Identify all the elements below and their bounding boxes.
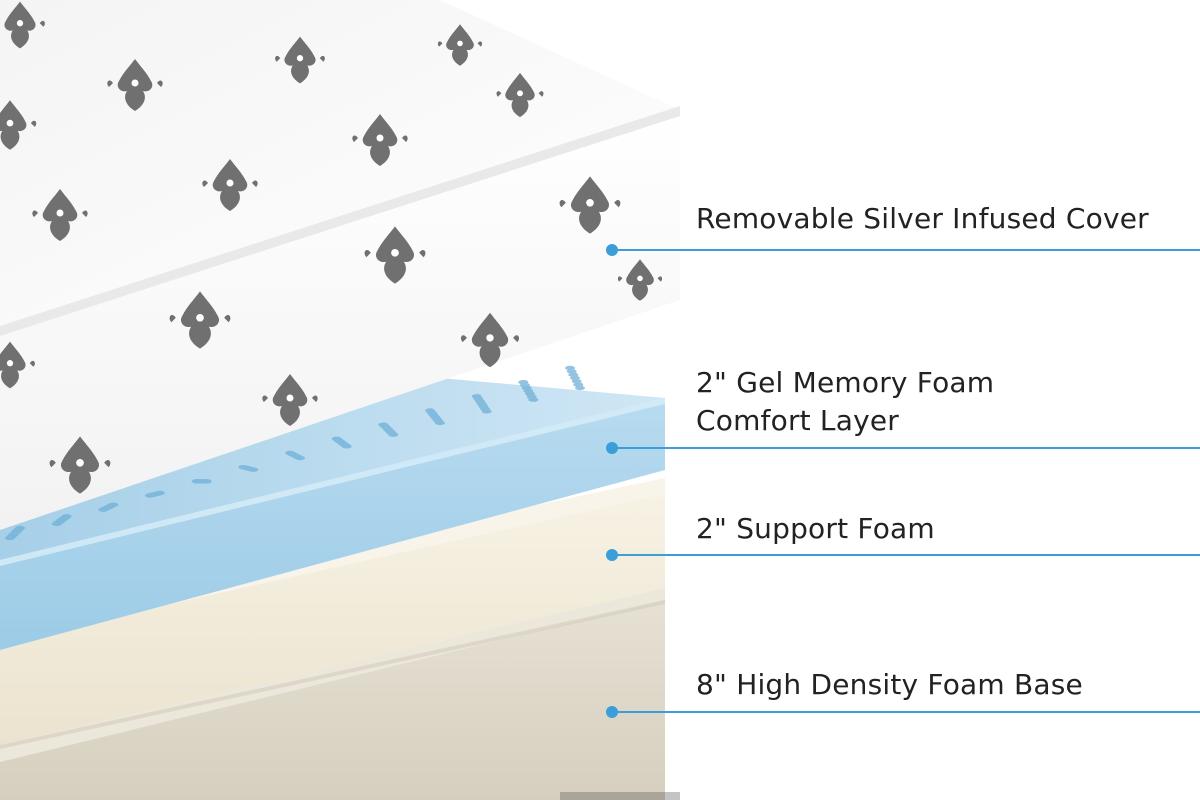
- callout-label-base-foam: 8" High Density Foam Base: [696, 668, 1083, 701]
- gel-perforation-hole: [471, 394, 482, 399]
- gel-perforation-hole: [518, 380, 529, 385]
- callout-dot: [606, 244, 618, 256]
- gel-perforation-hole: [51, 521, 62, 526]
- gel-perforation-hole: [565, 365, 575, 371]
- callout-lines: [606, 244, 1200, 718]
- gel-perforation-hole: [285, 450, 295, 456]
- gel-perforation-hole: [575, 385, 585, 391]
- gel-perforation-hole: [145, 493, 155, 498]
- gel-perforation-hole: [331, 436, 342, 441]
- gel-perforation-hole: [570, 375, 580, 381]
- gel-perforation-hole: [425, 408, 435, 413]
- gel-perforation-hole: [571, 379, 582, 384]
- mattress-cover: [0, 0, 680, 530]
- callout-dot: [606, 706, 618, 718]
- gel-perforation-hole: [98, 507, 109, 512]
- gel-perforation-hole: [573, 382, 584, 387]
- gel-perforation-hole: [5, 535, 15, 541]
- gel-perforation-hole: [238, 465, 249, 470]
- callout-dot: [606, 442, 618, 454]
- callout-label-gel-memory-foam: 2" Gel Memory Foam Comfort Layer: [696, 366, 995, 437]
- callout-dot: [606, 549, 618, 561]
- gel-perforation-hole: [378, 422, 389, 427]
- gel-perforation-hole: [191, 479, 202, 484]
- gel-memory-foam-layer: [0, 365, 665, 650]
- callout-label-cover: Removable Silver Infused Cover: [696, 202, 1149, 235]
- callout-label-support-foam: 2" Support Foam: [696, 512, 935, 545]
- gel-perforation-hole: [568, 372, 579, 377]
- gel-perforation-hole: [566, 369, 577, 374]
